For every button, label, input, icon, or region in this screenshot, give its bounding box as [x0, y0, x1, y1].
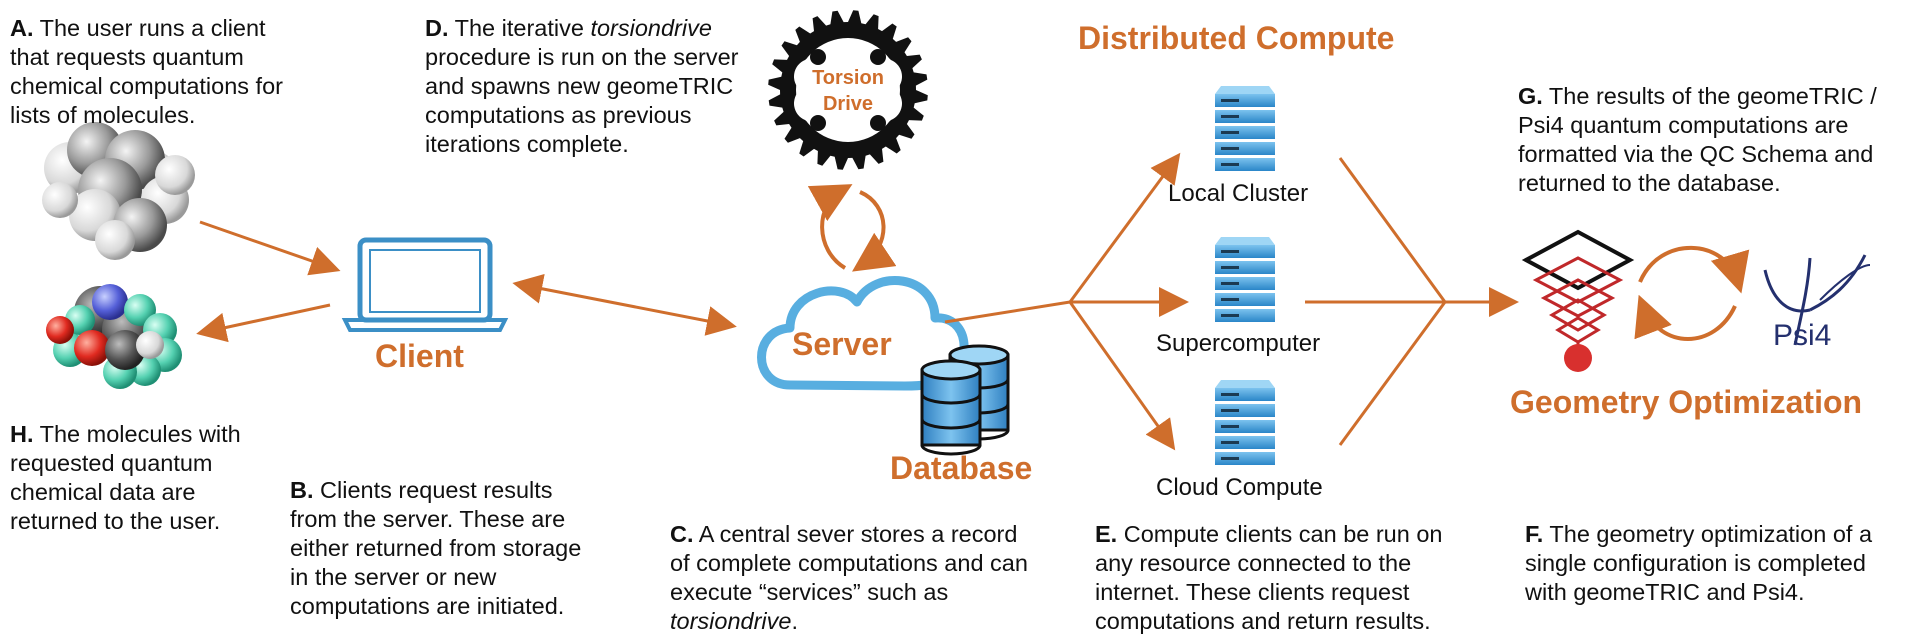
note-a-line-4: lists of molecules. — [10, 102, 196, 128]
cloud-compute-label: Cloud Compute — [1156, 474, 1323, 501]
geometry-cycle-arrow-bottom — [1634, 294, 1737, 341]
note-c: C. A central sever stores a record of co… — [670, 520, 1028, 636]
note-h: H. The molecules with requested quantum … — [10, 420, 241, 536]
geometric-logo-icon — [1521, 229, 1635, 372]
arrow-client-to-molecules — [196, 303, 331, 343]
molecule-gray-icon — [42, 122, 195, 260]
psi4-logo-text: Psi4 — [1773, 319, 1831, 352]
note-h-line-3: chemical data are — [10, 479, 196, 505]
note-g-letter: G. — [1518, 83, 1543, 109]
note-e-line-2: any resource connected to the — [1095, 550, 1412, 576]
note-g-line-2: Psi4 quantum computations are — [1518, 112, 1849, 138]
database-icon — [920, 344, 1010, 456]
note-b-line-5: computations are initiated. — [290, 593, 565, 619]
laptop-icon — [341, 237, 509, 332]
note-f-line-1: The geometry optimization of a — [1549, 521, 1873, 547]
note-d-line-3: computations as previous — [425, 102, 692, 128]
torsiondrive-cycle-arrow-left — [807, 184, 853, 270]
note-g-line-4: returned to the database. — [1518, 170, 1781, 196]
note-h-line-4: returned to the user. — [10, 508, 221, 534]
cloud-compute-rack-icon — [1215, 380, 1275, 465]
arrow-client-server — [512, 273, 737, 336]
note-d-line-4: iterations complete. — [425, 131, 629, 157]
distributed-compute-title: Distributed Compute — [1078, 20, 1395, 56]
note-a-line-3: chemical computations for — [10, 73, 283, 99]
note-b-letter: B. — [290, 477, 314, 503]
note-c-line-2: of complete computations and can — [670, 550, 1028, 576]
note-e: E. Compute clients can be run on any res… — [1095, 520, 1443, 636]
note-d-letter: D. — [425, 15, 449, 41]
torsiondrive-label-line1: Torsion — [812, 67, 884, 89]
note-g: G. The results of the geomeTRIC / Psi4 q… — [1518, 82, 1877, 198]
geometry-optimization-title: Geometry Optimization — [1510, 384, 1863, 420]
note-d: D. The iterative torsiondrive procedure … — [425, 14, 739, 159]
arrow-local-cluster-to-merge — [1338, 157, 1447, 303]
note-c-tail: . — [791, 608, 799, 634]
note-e-letter: E. — [1095, 521, 1118, 547]
note-d-line-2: and spawns new geomeTRIC — [425, 73, 734, 99]
note-f-line-3: with geomeTRIC and Psi4. — [1525, 579, 1805, 605]
arrow-molecules-to-client — [199, 220, 341, 276]
note-g-line-3: formatted via the QC Schema and — [1518, 141, 1874, 167]
local-cluster-rack-icon — [1215, 86, 1275, 171]
note-b-line-3: either returned from storage — [290, 535, 582, 561]
note-c-line-3: execute “services” such as — [670, 579, 949, 605]
note-h-line-1: The molecules with — [39, 421, 241, 447]
geometry-cycle-arrow-top — [1638, 245, 1750, 294]
arrow-server-to-branch — [944, 300, 1071, 324]
torsiondrive-gear-icon — [768, 10, 928, 170]
note-d-line-1: procedure is run on the server — [425, 44, 739, 70]
note-g-line-1: The results of the geomeTRIC / — [1548, 83, 1877, 109]
local-cluster-label: Local Cluster — [1168, 180, 1309, 207]
note-f-line-2: single configuration is completed — [1525, 550, 1866, 576]
torsiondrive-label-line2: Drive — [823, 93, 873, 115]
note-c-italic: torsiondrive — [670, 608, 792, 634]
note-e-line-1: Compute clients can be run on — [1123, 521, 1443, 547]
arrow-to-local-cluster — [1068, 152, 1181, 303]
note-a-line-1: The user runs a client — [39, 15, 266, 41]
note-a-line-2: that requests quantum — [10, 44, 244, 70]
note-b: B. Clients request results from the serv… — [290, 476, 581, 621]
note-b-line-1: Clients request results — [320, 477, 553, 503]
torsiondrive-cycle-arrow-right — [852, 190, 897, 272]
arrow-to-cloud-compute — [1068, 301, 1176, 451]
molecule-colored-icon — [46, 284, 182, 389]
client-label: Client — [375, 338, 464, 374]
supercomputer-rack-icon — [1215, 237, 1275, 322]
note-f: F. The geometry optimization of a single… — [1525, 520, 1872, 607]
note-b-line-4: in the server or new — [290, 564, 497, 590]
server-label: Server — [792, 326, 892, 362]
note-d-pre: The iterative — [454, 15, 584, 41]
supercomputer-label: Supercomputer — [1156, 330, 1321, 357]
database-label: Database — [890, 450, 1033, 486]
psi4-logo-icon: Psi4 — [1763, 254, 1871, 352]
note-a-letter: A. — [10, 15, 34, 41]
note-c-letter: C. — [670, 521, 694, 547]
note-h-line-2: requested quantum — [10, 450, 213, 476]
note-d-italic: torsiondrive — [590, 15, 712, 41]
note-f-letter: F. — [1525, 521, 1544, 547]
arrow-cloud-compute-to-merge — [1338, 301, 1447, 446]
note-a: A. The user runs a client that requests … — [10, 14, 283, 130]
note-e-line-3: internet. These clients request — [1095, 579, 1410, 605]
note-c-line-1: A central sever stores a record — [698, 521, 1018, 547]
note-e-line-4: computations and return results. — [1095, 608, 1431, 634]
note-h-letter: H. — [10, 421, 34, 447]
note-b-line-2: from the server. These are — [290, 506, 566, 532]
